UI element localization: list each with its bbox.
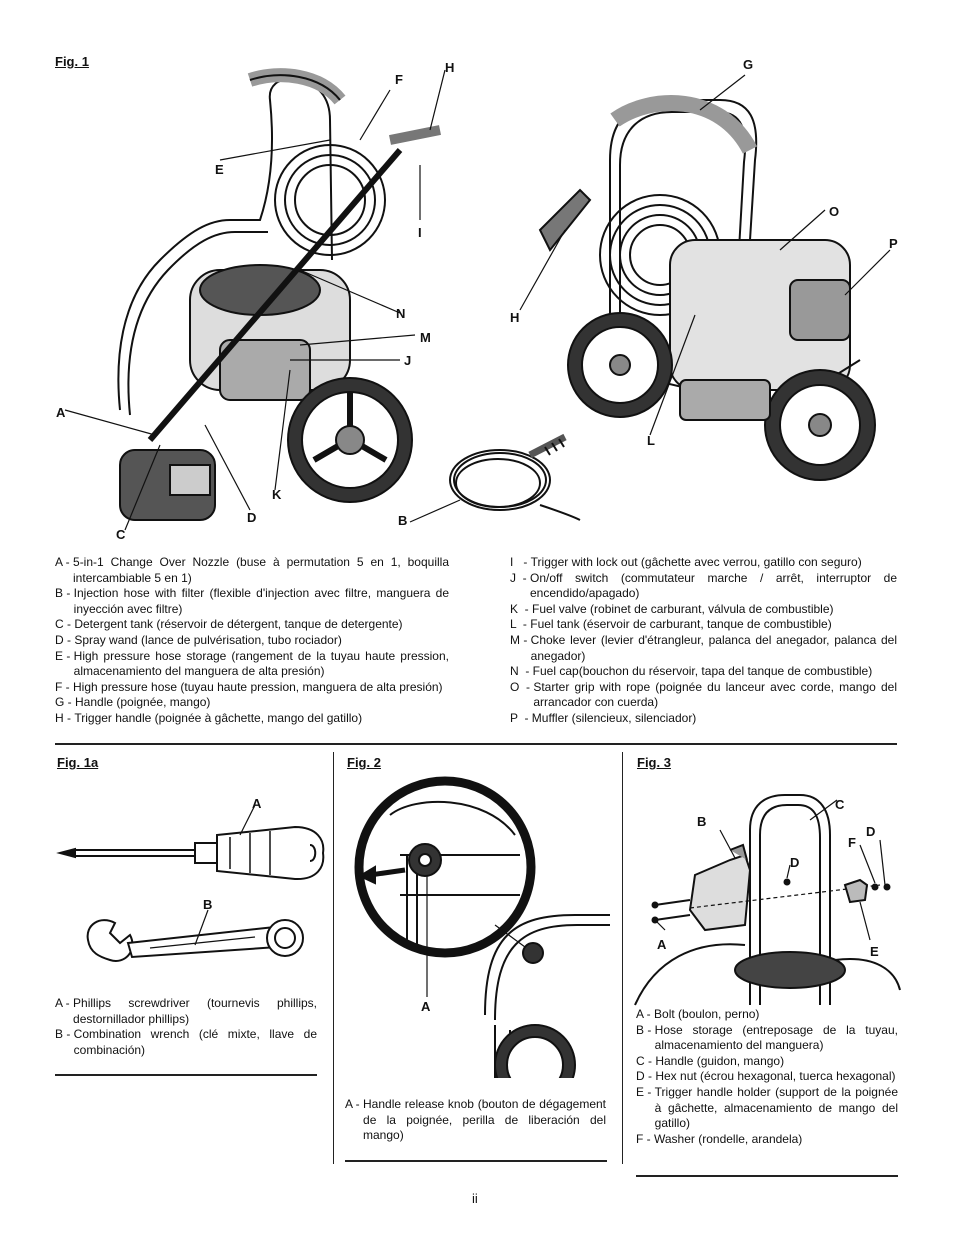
legend-item: C - Detergent tank (réservoir de déterge…	[55, 617, 403, 632]
fig2-legend: A - Handle release knob (bouton de dégag…	[345, 1097, 606, 1144]
legend-item: H - Trigger handle (poignée à gâchette, …	[55, 710, 363, 725]
legend-item: A - Bolt (boulon, perno)	[636, 1007, 760, 1021]
legend-item: B - Hose storage (entreposage de la tuya…	[636, 1022, 898, 1053]
legend-item: G - Handle (poignée, mango)	[55, 695, 211, 710]
section-divider	[55, 1074, 317, 1076]
fig2-callout-a: A	[421, 999, 431, 1014]
fig1a-callout-a: A	[252, 796, 262, 811]
legend-item: K - Fuel valve (robinet de carburant, vá…	[510, 601, 834, 616]
legend-item: J - On/off switch (commutateur marche / …	[510, 570, 897, 601]
legend-item: O - Starter grip with rope (poignée du l…	[510, 679, 897, 710]
legend-item: L - Fuel tank (éservoir de carburant, ta…	[510, 617, 832, 632]
fig1-callout-k: K	[272, 487, 282, 502]
fig1-callout-c: C	[116, 527, 126, 542]
fig1-callout-h-right: H	[510, 310, 520, 325]
fig3-illustration	[634, 794, 901, 1006]
page-number: ii	[472, 1191, 478, 1206]
section-divider	[55, 743, 897, 745]
fig1-callout-h-left: H	[445, 60, 455, 75]
fig3-legend: A - Bolt (boulon, perno) B - Hose storag…	[636, 1007, 898, 1147]
fig3-callout-c: C	[835, 797, 845, 812]
fig3-callout-a: A	[657, 937, 667, 952]
fig3-title: Fig. 3	[637, 755, 671, 770]
legend-item: C - Handle (guidon, mango)	[636, 1053, 785, 1068]
section-divider	[345, 1160, 607, 1162]
legend-item: D - Spray wand (lance de pulvérisation, …	[55, 632, 342, 647]
fig1-callout-o: O	[829, 204, 840, 219]
fig1-callout-g: G	[743, 57, 754, 72]
legend-item: F - Washer (rondelle, arandela)	[636, 1131, 803, 1146]
fig3-callout-d-left: D	[790, 855, 800, 870]
fig1-callout-p: P	[889, 236, 898, 251]
column-divider	[622, 752, 623, 1164]
fig1-callout-m: M	[420, 330, 431, 345]
legend-item: D - Hex nut (écrou hexagonal, tuerca hex…	[636, 1069, 896, 1084]
fig1-callout-n: N	[396, 306, 406, 321]
legend-item: E - High pressure hose storage (rangemen…	[55, 648, 449, 679]
wrench-illustration	[86, 909, 304, 962]
legend-item: P - Muffler (silencieux, silenciador)	[510, 710, 697, 725]
section-divider	[636, 1175, 898, 1177]
screwdriver-illustration	[56, 804, 325, 881]
column-divider	[333, 752, 334, 1164]
fig1a-legend: A - Phillips screwdriver (tournevis phil…	[55, 996, 317, 1058]
fig1-callout-i: I	[418, 225, 422, 240]
fig2-illustration	[354, 776, 610, 1078]
fig1-callout-d: D	[247, 510, 257, 525]
fig3-callout-d-right: D	[866, 824, 876, 839]
fig1a-title: Fig. 1a	[57, 755, 99, 770]
legend-item: F - High pressure hose (tuyau haute pres…	[55, 679, 443, 694]
legend-item: E - Trigger handle holder (support de la…	[636, 1084, 898, 1131]
legend-item: M - Choke lever (levier d'étrangleur, pa…	[510, 632, 897, 663]
fig1-legend-left: A - 5-in-1 Change Over Nozzle (buse à pe…	[55, 555, 449, 727]
fig1-callout-l: L	[647, 433, 655, 448]
fig1-callout-j: J	[404, 353, 412, 368]
legend-item: A - 5-in-1 Change Over Nozzle (buse à pe…	[55, 555, 449, 585]
fig1a-callout-b: B	[203, 897, 213, 912]
legend-item: I - Trigger with lock out (gâchette avec…	[510, 555, 862, 569]
fig2-title: Fig. 2	[347, 755, 381, 770]
fig1-callout-b: B	[398, 513, 408, 528]
legend-item: B - Injection hose with filter (flexible…	[55, 586, 449, 616]
fig1-callout-f: F	[395, 72, 403, 87]
fig1-legend-right: I - Trigger with lock out (gâchette avec…	[510, 555, 897, 727]
fig1-injection-hose-illustration	[409, 433, 581, 523]
fig1-right-illustration	[519, 74, 891, 481]
legend-item: A - Handle release knob (bouton de dégag…	[345, 1097, 606, 1143]
fig1-left-illustration	[64, 68, 446, 531]
legend-item: B - Combination wrench (clé mixte, llave…	[55, 1027, 317, 1057]
fig1-callout-e: E	[215, 162, 224, 177]
fig3-callout-f: F	[848, 835, 856, 850]
legend-item: A - Phillips screwdriver (tournevis phil…	[55, 996, 317, 1026]
fig3-callout-b: B	[697, 814, 707, 829]
legend-item: N - Fuel cap(bouchon du réservoir, tapa …	[510, 664, 873, 679]
fig3-callout-e: E	[870, 944, 879, 959]
fig1-title: Fig. 1	[55, 54, 89, 69]
fig1-callout-a: A	[56, 405, 66, 420]
